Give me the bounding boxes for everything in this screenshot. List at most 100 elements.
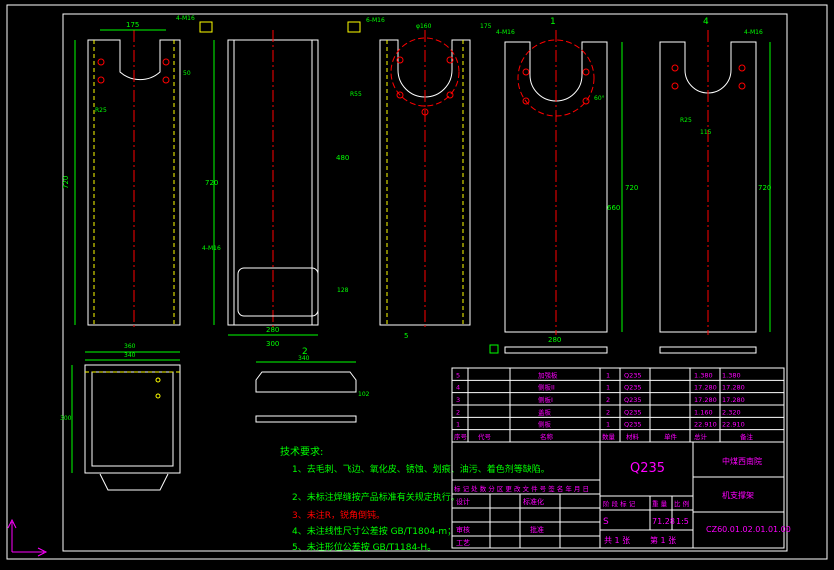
dim-label: 60° (594, 95, 605, 102)
dim-label: 300 (266, 340, 279, 348)
bom-header-cell: 数量 (602, 432, 616, 441)
bom-cell-qty: 1 (606, 371, 610, 379)
dim-label: R25 (680, 117, 692, 124)
inner-frame (62, 13, 788, 552)
sheet-total: 共 1 张 (604, 536, 630, 545)
role-standard: 标准化 (523, 497, 544, 506)
col-stage: 阶 段 标 记 (603, 499, 636, 508)
bom-cell-name: 侧板II (538, 383, 555, 392)
dim-label: 115 (700, 129, 712, 136)
dim-label: 4-M16 (202, 245, 221, 252)
technical-notes: 技术要求: 1、去毛刺、飞边、氧化皮、锈蚀、划痕、油污、着色剂等缺陷。 2、未标… (280, 445, 550, 553)
bom-cell-total-weight: 1.380 (722, 371, 741, 379)
view-number: 4 (703, 17, 709, 27)
view-top-section: 360 340 300 (60, 343, 181, 491)
dim-label: 175 (126, 21, 139, 29)
view-number: 2 (302, 347, 308, 357)
view-cover-plate: 2 340 102 (255, 347, 370, 423)
dim-label: 128 (337, 287, 349, 294)
view-arc-plate: 1 660 720 280 60° 4-M16 (489, 17, 638, 354)
bom-cell-material: Q235 (624, 421, 642, 429)
bom-header-cell: 材料 (626, 432, 640, 441)
bom-header-cell: 备注 (740, 432, 754, 441)
bom-cell-material: Q235 (624, 396, 642, 404)
scale: 1:5 (676, 517, 689, 526)
dim-label: 720 (205, 179, 218, 187)
note-item: 2、未标注焊缝按产品标准有关规定执行。 (292, 491, 460, 503)
bom-cell-material: Q235 (624, 408, 642, 416)
bom-cell-total-weight: 22.910 (722, 421, 745, 429)
dim-label: 4-M16 (744, 29, 763, 36)
dim-label: 480 (336, 154, 349, 162)
bom-cell-unit-weight: 22.910 (694, 421, 717, 429)
view-front-u-slot: 175 720 4-M16 R25 50 (62, 15, 213, 330)
drawing-number: CZ60.01.02.01.01.00 (706, 525, 791, 534)
view-bolt-circle-plate: 6-M16 R55 φ160 175 480 5 (336, 17, 492, 340)
dim-label: 280 (266, 326, 279, 334)
material: Q235 (630, 461, 665, 476)
bom-cell-total-weight: 2.320 (722, 408, 741, 416)
role-design: 设计 (456, 497, 470, 506)
view-u-slot-plate-2: 4 720 R25 115 4-M16 (659, 17, 771, 354)
bom-cell-unit-weight: 1.160 (694, 408, 713, 416)
dim-label: 720 (625, 184, 638, 192)
dim-label: 6-M16 (366, 17, 385, 24)
dim-label: R55 (350, 91, 362, 98)
stage: S (603, 517, 609, 527)
bom-cell-no: 4 (456, 384, 460, 392)
bom-header-cell: 总计 (694, 432, 708, 441)
role-approve: 批准 (530, 525, 544, 534)
bom-header-cell: 名称 (540, 432, 554, 441)
header-row: 标 记 处 数 分 区 更 改 文 件 号 签 名 年 月 日 (454, 484, 589, 493)
dim-label: 300 (60, 415, 72, 422)
bom-cell-no: 1 (456, 421, 460, 429)
bom-cell-no: 3 (456, 396, 460, 404)
title-block: 标 记 处 数 分 区 更 改 文 件 号 签 名 年 月 日 设计 标准化 审… (451, 441, 791, 549)
sheet-no: 第 1 张 (650, 535, 676, 545)
bom-cell-unit-weight: 1.380 (694, 371, 713, 379)
bom-header-cell: 序号 (454, 432, 468, 441)
bom-cell-unit-weight: 17.280 (694, 396, 717, 404)
dim-label: 340 (124, 352, 136, 359)
part-name: 机支撑架 (722, 490, 754, 500)
bom-header-cell: 代号 (478, 432, 492, 441)
item-callout: 5 (404, 332, 408, 340)
company: 中煤西南院 (722, 456, 762, 466)
dim-label: 50 (183, 70, 191, 77)
bom-cell-material: Q235 (624, 371, 642, 379)
dim-label: 340 (298, 355, 310, 362)
dim-label: 660 (607, 204, 620, 212)
dim-label: 360 (124, 343, 136, 350)
bom-cell-name: 侧板I (538, 395, 553, 404)
note-item: 5、未注形位公差按 GB/T1184-H。 (292, 541, 436, 553)
bom-cell-name: 盖板 (538, 407, 552, 416)
dim-label: 4-M16 (176, 15, 195, 22)
note-item: 4、未注线性尺寸公差按 GB/T1804-m； (292, 525, 456, 537)
notes-title: 技术要求: (280, 445, 323, 458)
bom-cell-no: 2 (456, 408, 460, 416)
col-weight: 重 量 (652, 500, 668, 508)
view-side-plate: 720 280 300 4-M16 128 (202, 30, 349, 348)
bom-cell-qty: 1 (606, 421, 610, 429)
view-number: 1 (550, 17, 556, 27)
bom-cell-qty: 1 (606, 384, 610, 392)
bom-cell-qty: 2 (606, 408, 610, 416)
dim-label: 175 (480, 23, 492, 30)
dim-label: 4-M16 (496, 29, 515, 36)
dim-label: φ160 (416, 23, 432, 30)
dim-label: R25 (95, 107, 107, 114)
dim-label: 720 (758, 184, 771, 192)
bom-cell-total-weight: 17.280 (722, 384, 745, 392)
dim-label: 720 (62, 176, 70, 189)
bom-cell-qty: 2 (606, 396, 610, 404)
bom-cell-total-weight: 17.280 (722, 396, 745, 404)
bom-cell-name: 侧板 (538, 420, 552, 429)
bom-cell-unit-weight: 17.280 (694, 384, 717, 392)
note-item: 3、未注R，锐角倒钝。 (292, 509, 385, 521)
dim-label: 280 (548, 336, 561, 344)
bom-header-cell: 单件 (664, 432, 678, 441)
bom-cell-name: 加强板 (538, 370, 558, 379)
bom-cell-material: Q235 (624, 384, 642, 392)
